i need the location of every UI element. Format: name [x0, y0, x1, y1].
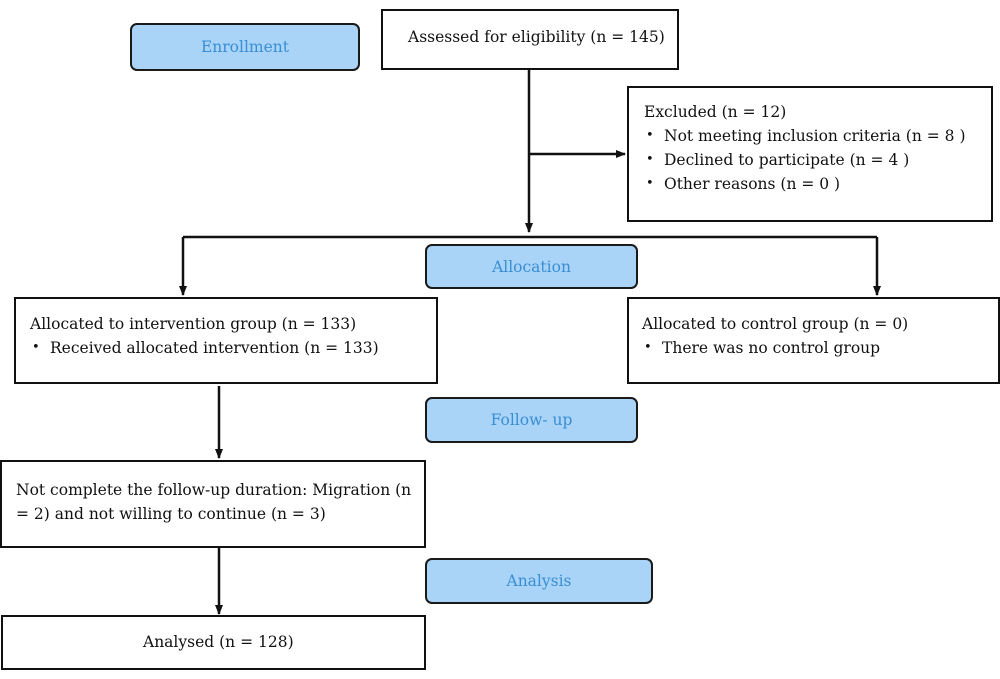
excluded-item: Declined to participate (n = 4 ): [644, 148, 991, 172]
followup-box: Not complete the follow-up duration: Mig…: [0, 460, 426, 548]
excluded-item: Not meeting inclusion criteria (n = 8 ): [644, 124, 991, 148]
control-box: Allocated to control group (n = 0) There…: [627, 297, 1000, 384]
followup-text: Not complete the follow-up duration: Mig…: [16, 481, 412, 523]
analysed-text: Analysed (n = 128): [143, 633, 294, 651]
intervention-box: Allocated to intervention group (n = 133…: [14, 297, 438, 384]
analysed-box: Analysed (n = 128): [1, 615, 426, 670]
follow-up-label: Follow- up: [425, 397, 638, 443]
assessed-text: Assessed for eligibility (n = 145): [408, 28, 665, 46]
enrollment-label: Enrollment: [130, 23, 360, 71]
allocation-label: Allocation: [425, 244, 638, 289]
intervention-item: Received allocated intervention (n = 133…: [30, 336, 436, 360]
intervention-title: Allocated to intervention group (n = 133…: [30, 315, 357, 333]
control-item: There was no control group: [642, 336, 998, 360]
excluded-title: Excluded (n = 12): [644, 103, 787, 121]
excluded-box: Excluded (n = 12) Not meeting inclusion …: [627, 86, 993, 222]
control-title: Allocated to control group (n = 0): [642, 315, 909, 333]
assessed-box: Assessed for eligibility (n = 145): [381, 9, 679, 70]
excluded-item: Other reasons (n = 0 ): [644, 172, 991, 196]
analysis-label: Analysis: [425, 558, 653, 604]
